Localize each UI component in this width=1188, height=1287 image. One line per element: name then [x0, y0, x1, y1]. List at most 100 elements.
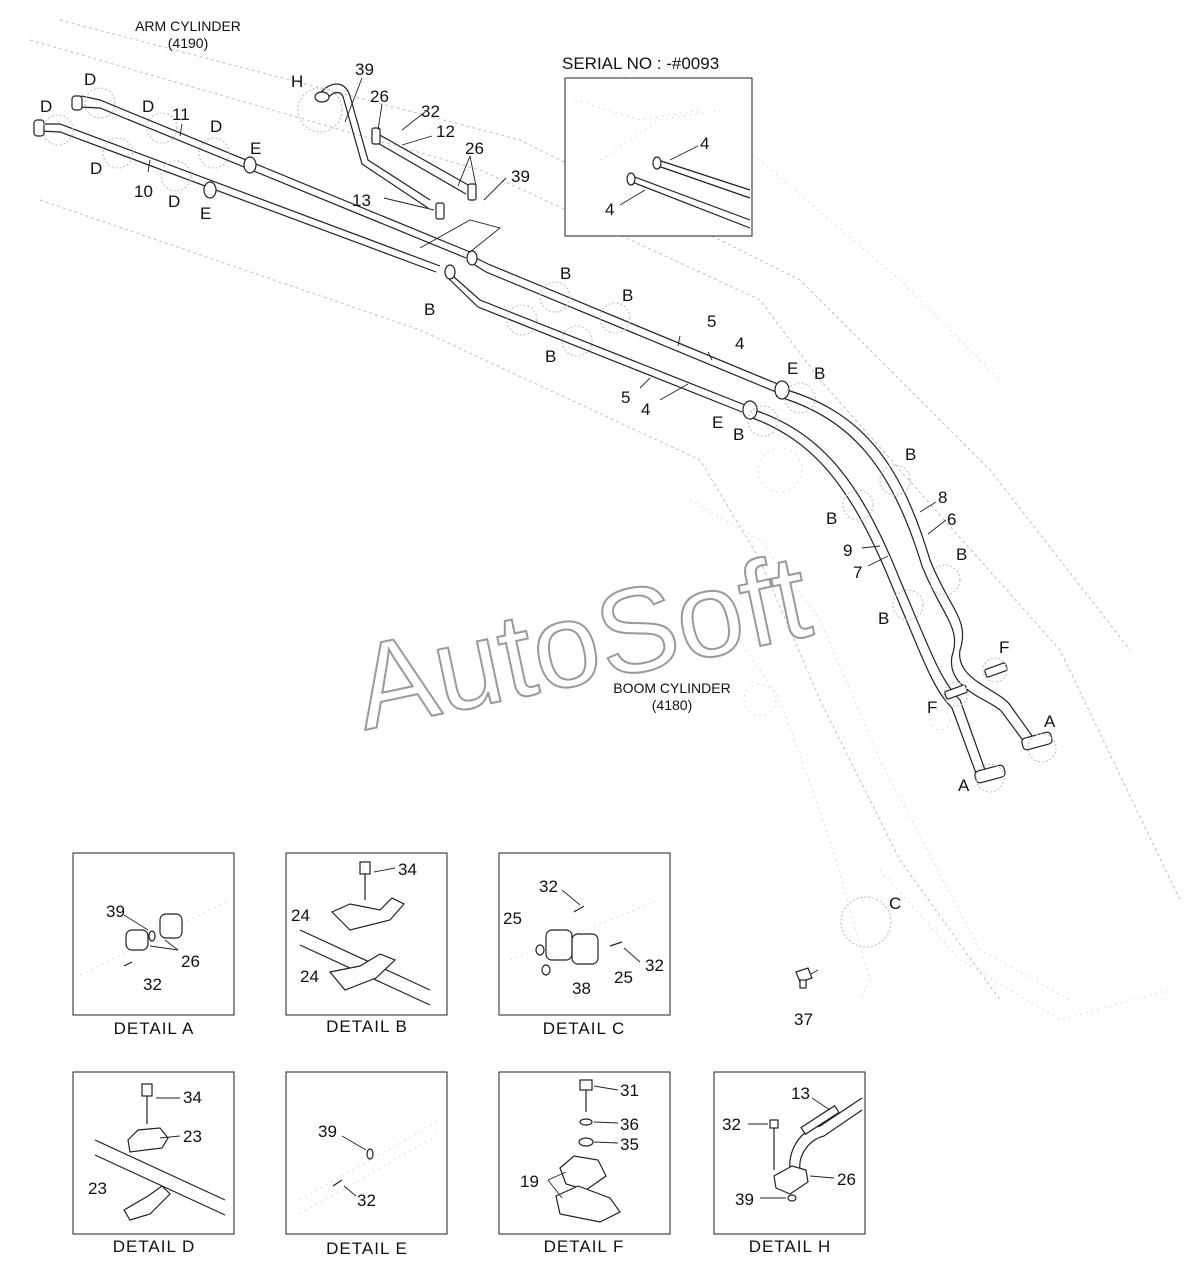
serial-inset: SERIAL NO : -#0093 4 4 [562, 54, 753, 237]
detail-title: DETAIL C [543, 1019, 626, 1038]
callout-label: B [826, 509, 837, 528]
detail-title: DETAIL E [326, 1239, 408, 1258]
detail-label: 39 [106, 902, 125, 921]
callout-label: F [927, 698, 937, 717]
detail-label: 26 [837, 1170, 856, 1189]
detail-title: DETAIL H [749, 1237, 832, 1256]
callout-label: 39 [355, 60, 374, 79]
callout-label: 9 [843, 541, 852, 560]
callout-label: B [905, 445, 916, 464]
callout-label: 7 [853, 563, 862, 582]
arm-pipes [33, 95, 1053, 784]
callout-label: 10 [134, 182, 153, 201]
leader-lines [147, 77, 947, 981]
detail-label: 31 [620, 1081, 639, 1100]
callout-label: 4 [605, 200, 614, 219]
boom-outline-ghost [29, 19, 1181, 1021]
callout-label: 26 [370, 87, 389, 106]
callout-label: E [250, 139, 261, 158]
callout-label: D [84, 70, 96, 89]
callout-label: B [956, 545, 967, 564]
callout-label: 11 [172, 105, 190, 124]
detail-label: 24 [291, 906, 310, 925]
detail-d: 34 23 23 DETAIL D [72, 1071, 235, 1256]
hose-assembly [314, 83, 477, 220]
callout-label: E [787, 359, 798, 378]
detail-label: 32 [722, 1115, 741, 1134]
detail-b: 34 24 24 DETAIL B [285, 852, 448, 1036]
callout-label: 13 [352, 191, 371, 210]
detail-label: 13 [791, 1084, 810, 1103]
detail-title: DETAIL A [114, 1019, 195, 1038]
serial-caption: SERIAL NO : -#0093 [562, 54, 719, 73]
detail-title: DETAIL F [544, 1237, 625, 1256]
detail-e: 39 32 DETAIL E [285, 1071, 448, 1258]
detail-label: 19 [520, 1172, 539, 1191]
detail-label: 38 [572, 979, 591, 998]
detail-label: 24 [300, 967, 319, 986]
callout-label: D [142, 97, 154, 116]
arm-cylinder-code: (4190) [168, 35, 208, 51]
detail-label: 32 [645, 956, 664, 975]
callout-label: D [90, 159, 102, 178]
callout-label: D [40, 97, 52, 116]
detail-title: DETAIL D [113, 1237, 196, 1256]
detail-label: 32 [539, 877, 558, 896]
detail-label: 25 [503, 909, 522, 928]
callout-label: B [560, 264, 571, 283]
detail-label: 25 [614, 968, 633, 987]
detail-a: 39 26 32 DETAIL A [72, 852, 235, 1038]
callout-label: B [814, 364, 825, 383]
detail-label: 36 [620, 1115, 639, 1134]
callout-label: A [958, 776, 970, 795]
detail-label: 23 [88, 1179, 107, 1198]
callout-label: H [291, 72, 303, 91]
detail-label: 39 [735, 1190, 754, 1209]
plug-37 [795, 967, 813, 989]
callout-label: 39 [511, 167, 530, 186]
callout-label: E [712, 413, 723, 432]
callout-label: 12 [436, 122, 455, 141]
callout-label: B [545, 347, 556, 366]
callout-label: B [424, 300, 435, 319]
detail-h: 13 32 26 39 DETAIL H [713, 1071, 866, 1256]
watermark: AutoSoft [343, 529, 821, 756]
callout-label: F [999, 638, 1009, 657]
callout-label: 8 [938, 488, 947, 507]
callout-label: D [168, 192, 180, 211]
detail-title: DETAIL B [326, 1017, 408, 1036]
callout-label: 4 [700, 134, 709, 153]
detail-f: 31 36 35 19 DETAIL F [498, 1071, 671, 1256]
detail-label: 26 [181, 952, 200, 971]
detail-label: 34 [183, 1088, 202, 1107]
boom-cylinder-caption: BOOM CYLINDER [613, 680, 730, 696]
callout-label: 26 [465, 139, 484, 158]
detail-label: 35 [620, 1135, 639, 1154]
detail-label: 32 [357, 1191, 376, 1210]
callout-label: B [733, 425, 744, 444]
callout-label: 32 [421, 102, 440, 121]
callout-label: A [1044, 712, 1056, 731]
main-labels: ARM CYLINDER (4190) BOOM CYLINDER (4180)… [40, 18, 1056, 1029]
callout-label: 6 [947, 510, 956, 529]
callout-label: 37 [794, 1010, 813, 1029]
detail-label: 34 [398, 860, 417, 879]
detail-c: 32 25 32 25 38 DETAIL C [498, 852, 671, 1038]
detail-label: 39 [318, 1122, 337, 1141]
boom-cylinder-code: (4180) [652, 697, 692, 713]
callout-label: E [200, 204, 211, 223]
arm-cylinder-caption: ARM CYLINDER [135, 18, 241, 34]
callout-label: 5 [621, 388, 630, 407]
callout-label: 5 [707, 312, 716, 331]
callout-label: 4 [641, 400, 650, 419]
callout-circles [42, 87, 1057, 948]
detail-label: 32 [143, 975, 162, 994]
callout-label: B [622, 286, 633, 305]
callout-label: 4 [735, 334, 744, 353]
callout-label: D [210, 117, 222, 136]
callout-label: C [889, 894, 901, 913]
detail-label: 23 [183, 1127, 202, 1146]
callout-label: B [878, 609, 889, 628]
